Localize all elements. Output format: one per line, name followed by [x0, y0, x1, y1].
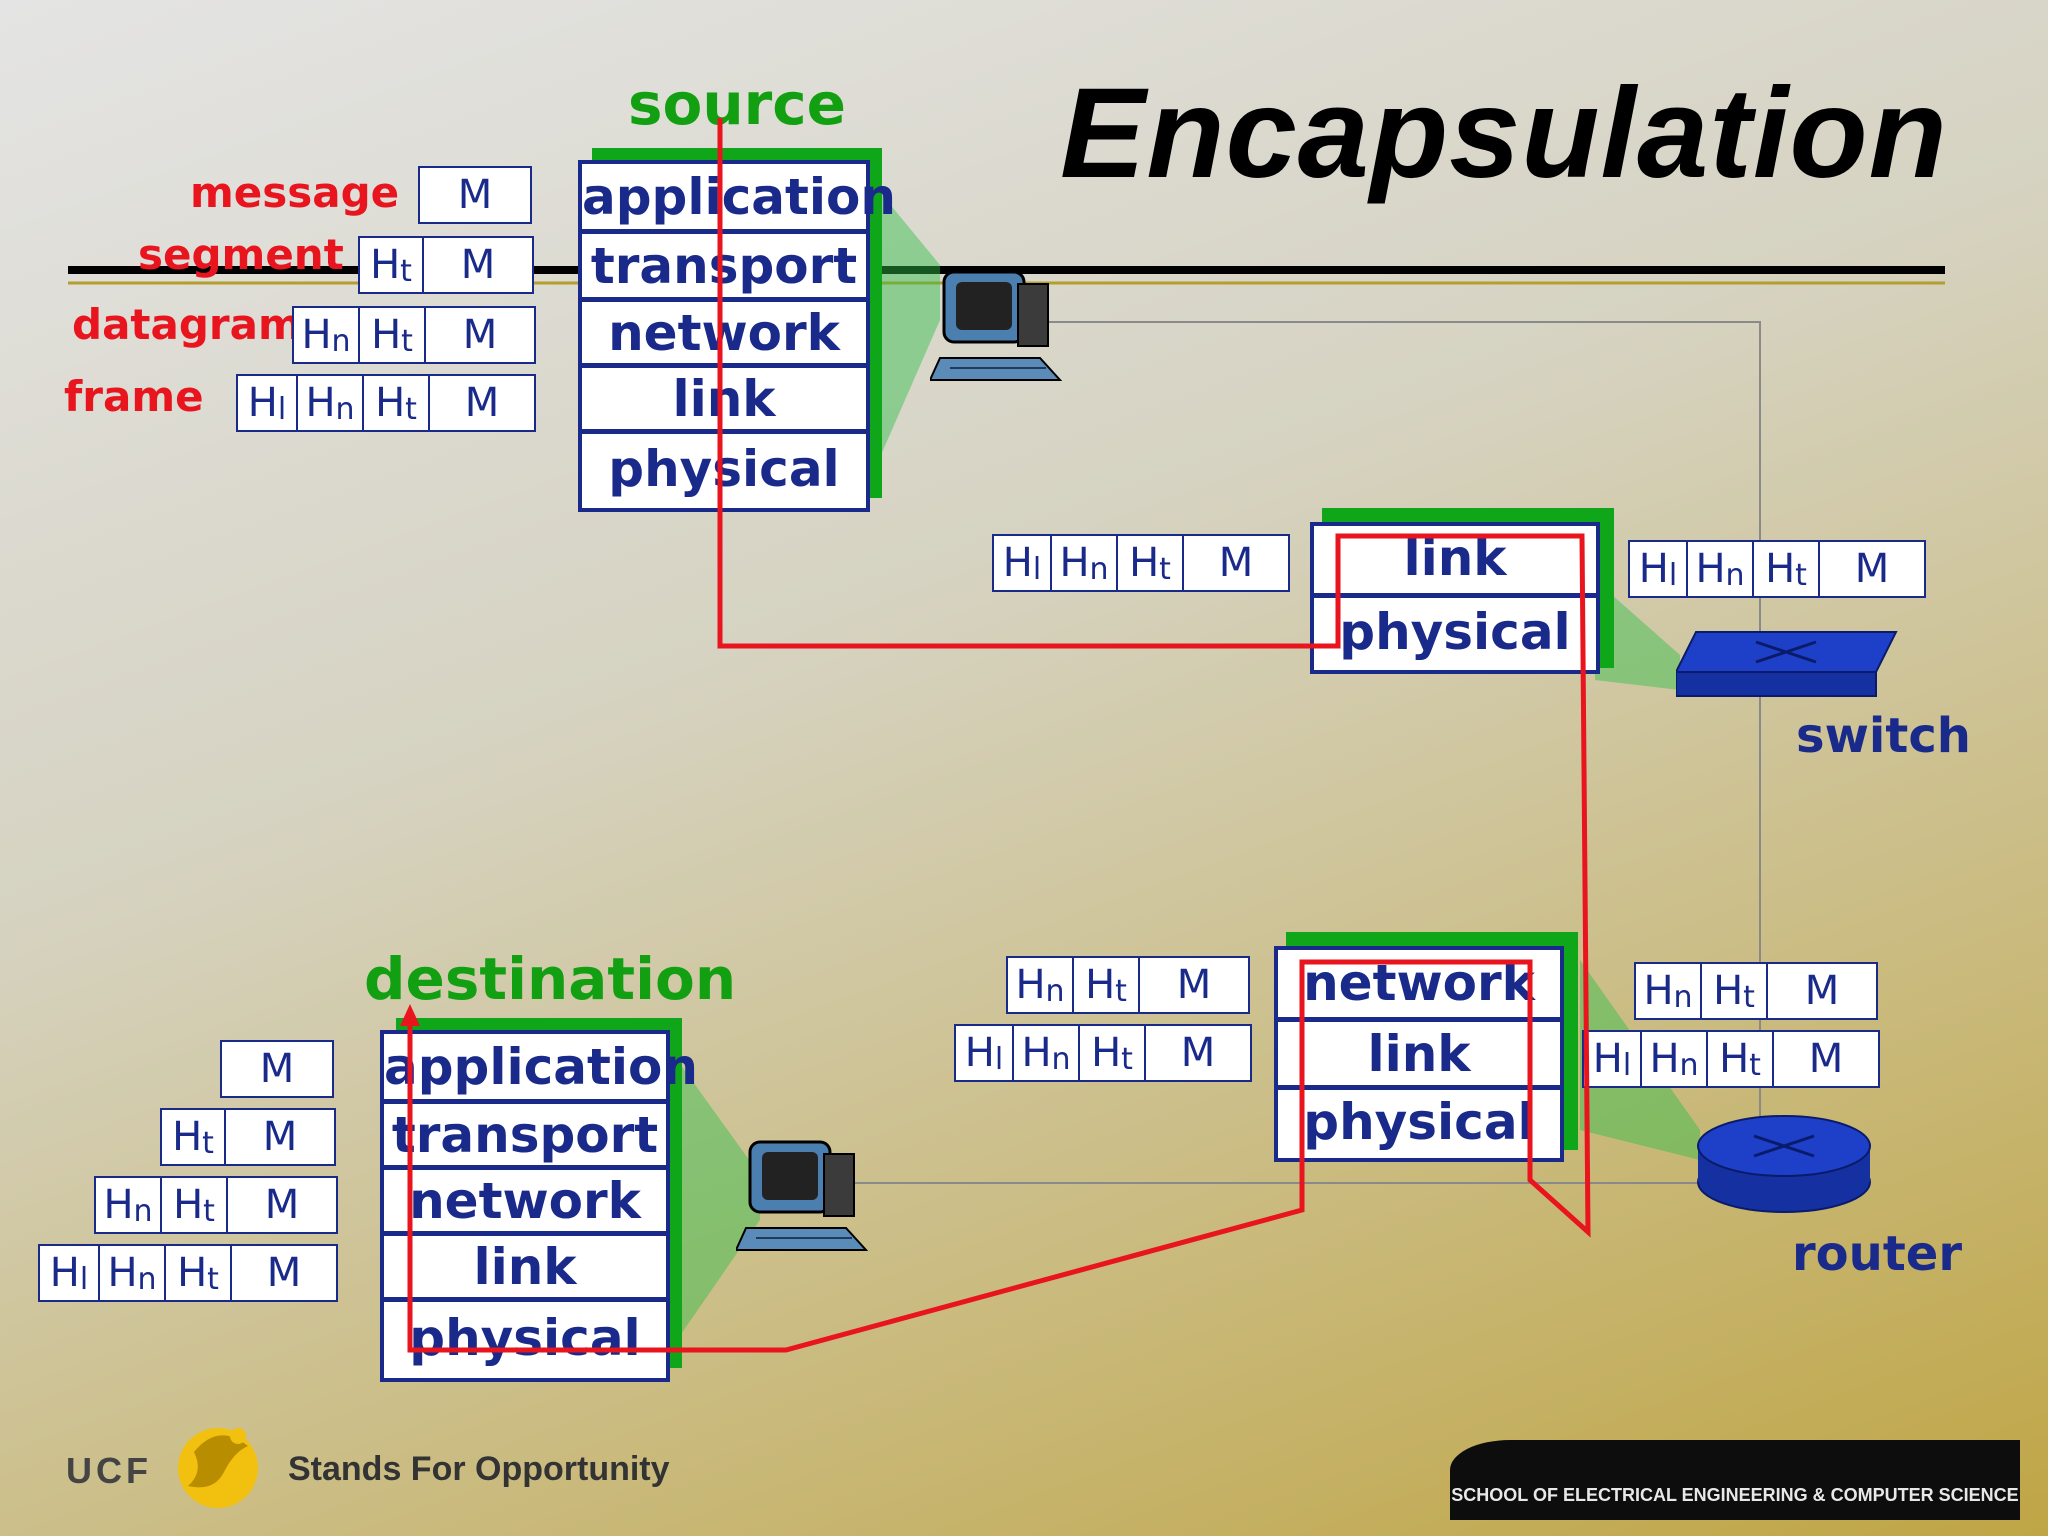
destination-layer-physical: physical: [409, 1309, 641, 1367]
switch-stack: link physical: [1310, 522, 1600, 674]
school-banner: SCHOOL OF ELECTRICAL ENGINEERING & COMPU…: [1450, 1440, 2020, 1520]
source-layer-transport: transport: [582, 234, 866, 302]
router-label: router: [1792, 1226, 1962, 1282]
switch-label: switch: [1796, 708, 1971, 764]
source-layer-application: application: [582, 164, 896, 234]
message-cell: M: [460, 242, 496, 288]
destination-layer-link: link: [384, 1236, 666, 1302]
pegasus-logo-icon: [178, 1428, 258, 1508]
source-layer-link: link: [582, 368, 866, 434]
destination-computer-icon: [736, 1140, 869, 1251]
source-computer-icon: [930, 270, 1063, 381]
slide-title: Encapsulation: [1060, 62, 1948, 205]
message-cell: M: [264, 1182, 300, 1228]
switch-icon: [1676, 631, 1898, 697]
packet-message-destination: M: [220, 1040, 334, 1098]
message-cell: M: [1176, 962, 1212, 1008]
router-stack: network link physical: [1274, 946, 1564, 1162]
source-layer-physical: physical: [608, 440, 840, 498]
destination-label: destination: [364, 945, 737, 1013]
router-layer-physical: physical: [1303, 1093, 1535, 1151]
message-cell: M: [1180, 1030, 1216, 1076]
message-cell: M: [266, 1250, 302, 1296]
router-layer-link: link: [1278, 1022, 1560, 1090]
switch-layer-physical: physical: [1339, 603, 1571, 661]
destination-stack: application transport network link physi…: [380, 1030, 698, 1382]
message-cell: M: [464, 380, 500, 426]
ucf-logo-text: UCF: [66, 1450, 152, 1491]
source-stack: application transport network link physi…: [578, 160, 896, 512]
message-cell: M: [1218, 540, 1254, 586]
destination-layer-network: network: [384, 1170, 666, 1236]
source-label: source: [628, 70, 846, 138]
segment-label: segment: [138, 230, 344, 279]
message-cell: M: [259, 1046, 295, 1092]
message-cell: M: [1804, 968, 1840, 1014]
message-cell: M: [1854, 546, 1890, 592]
destination-layer-application: application: [384, 1034, 698, 1104]
frame-label: frame: [64, 372, 204, 421]
datagram-label: datagram: [72, 300, 302, 349]
message-cell: M: [1808, 1036, 1844, 1082]
message-cell: M: [462, 312, 498, 358]
source-layer-network: network: [582, 302, 866, 368]
message-label: message: [190, 168, 400, 217]
packet-message-source: M: [418, 166, 532, 224]
destination-layer-transport: transport: [384, 1104, 666, 1170]
message-cell: M: [262, 1114, 298, 1160]
footer-tagline: Stands For Opportunity: [288, 1450, 670, 1488]
router-icon: [1697, 1115, 1871, 1213]
switch-layer-link: link: [1314, 526, 1596, 598]
message-cell: M: [457, 172, 493, 218]
